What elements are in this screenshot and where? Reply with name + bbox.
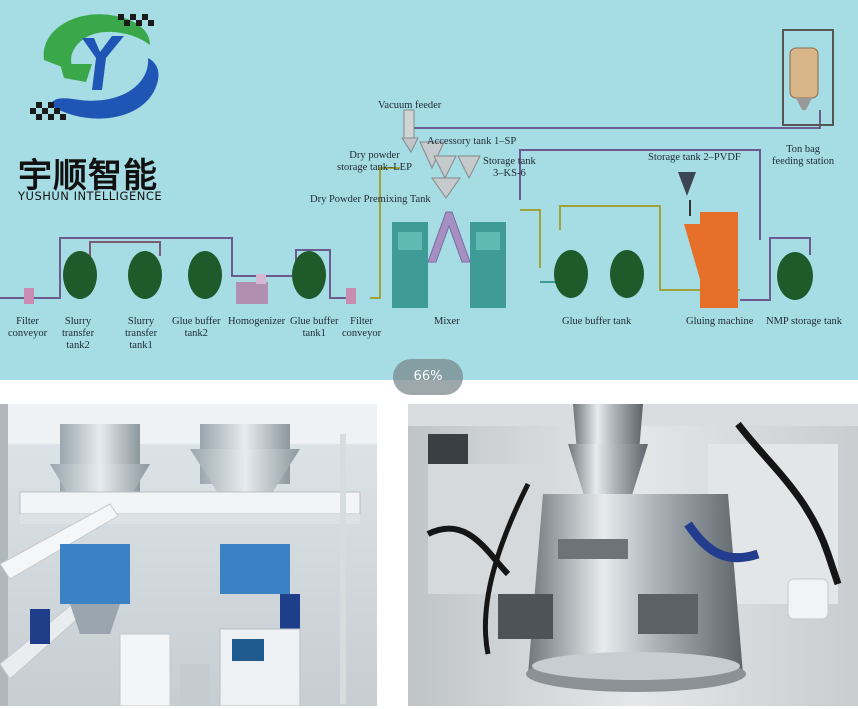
label-slurry-transfer-tank1-line1: Slurry	[127, 316, 155, 327]
label-filter-conveyor-right-line1: Filter	[350, 316, 373, 327]
label-slurry-transfer-tank2: Slurry transfer tank2	[62, 316, 94, 352]
label-slurry-transfer-tank2-line2: transfer	[62, 328, 95, 339]
label-slurry-transfer-tank1-line3: tank1	[129, 340, 153, 351]
brand-name-cn: 宇顺智能	[18, 156, 158, 196]
label-homogenizer: Homogenizer	[228, 316, 286, 327]
brand-name-en: YUSHUN INTELLIGENCE	[18, 189, 163, 203]
label-slurry-transfer-tank2-line3: tank2	[66, 340, 90, 351]
label-mixer: Mixer	[434, 316, 460, 327]
filter-conveyor-left	[24, 288, 34, 304]
diagram-graphics	[0, 14, 834, 308]
label-glue-buffer-tank2-line2: tank2	[184, 328, 208, 339]
label-filter-conveyor-left-line1: Filter	[16, 316, 39, 327]
photo-left	[0, 404, 377, 706]
label-slurry-transfer-tank2-line1: Slurry	[64, 316, 92, 327]
feed-hoppers	[401, 109, 481, 199]
label-dry-powder-storage-line2: storage tank–LEP	[337, 162, 412, 173]
label-glue-buffer-tank2-line1: Glue buffer	[172, 316, 221, 327]
label-dry-powder-storage: Dry powder storage tank–LEP	[337, 150, 412, 174]
homogenizer	[236, 274, 268, 304]
label-glue-buffer-tank1-line1: Glue buffer	[290, 316, 339, 327]
label-filter-conveyor-left: Filter conveyor	[8, 316, 47, 340]
label-storage-tank-ks-line2: 3–KS-6	[493, 168, 526, 179]
label-glue-buffer-tank2: Glue buffer tank2	[172, 316, 221, 340]
glue-buffer-tanks-right	[554, 250, 644, 298]
process-diagram: 宇顺智能 YUSHUN INTELLIGENCE Vacuum feeder A…	[0, 0, 858, 380]
label-dry-powder-storage-line1: Dry powder	[349, 150, 400, 161]
label-storage-tank-ks: Storage tank 3–KS-6	[483, 156, 536, 180]
photo-right	[408, 404, 858, 706]
label-accessory-tank: Accessory tank 1–SP	[427, 136, 517, 147]
left-tanks	[63, 251, 326, 299]
label-filter-conveyor-left-line2: conveyor	[8, 328, 48, 339]
label-glue-buffer-tank1: Glue buffer tank1	[290, 316, 339, 340]
label-glue-buffer-tank1-line2: tank1	[302, 328, 326, 339]
filter-conveyor-right	[346, 288, 356, 304]
label-storage-tank-pvdf: Storage tank 2–PVDF	[648, 152, 741, 163]
zoom-level-badge[interactable]: 66%	[393, 359, 463, 395]
label-gluing-machine: Gluing machine	[686, 316, 754, 327]
label-glue-buffer-tank: Glue buffer tank	[562, 316, 632, 327]
ton-bag-station	[782, 29, 834, 126]
gluing-machine	[678, 172, 738, 308]
label-vacuum-feeder: Vacuum feeder	[378, 100, 442, 111]
label-slurry-transfer-tank1: Slurry transfer tank1	[125, 316, 157, 352]
label-filter-conveyor-right: Filter conveyor	[342, 316, 381, 340]
label-ton-bag-line2: feeding station	[772, 156, 835, 167]
label-storage-tank-ks-line1: Storage tank	[483, 156, 536, 167]
photo-left-graphics	[0, 404, 377, 706]
label-premixing-tank: Dry Powder Premixing Tank	[310, 194, 431, 205]
photo-right-graphics	[408, 404, 858, 706]
label-ton-bag-line1: Ton bag	[786, 144, 821, 155]
nmp-tank	[777, 252, 813, 300]
label-ton-bag-station: Ton bag feeding station	[772, 144, 834, 168]
label-slurry-transfer-tank1-line2: transfer	[125, 328, 158, 339]
label-filter-conveyor-right-line2: conveyor	[342, 328, 382, 339]
label-nmp-storage-tank: NMP storage tank	[766, 316, 843, 327]
brand-logo	[30, 14, 159, 120]
mixer	[392, 211, 506, 308]
